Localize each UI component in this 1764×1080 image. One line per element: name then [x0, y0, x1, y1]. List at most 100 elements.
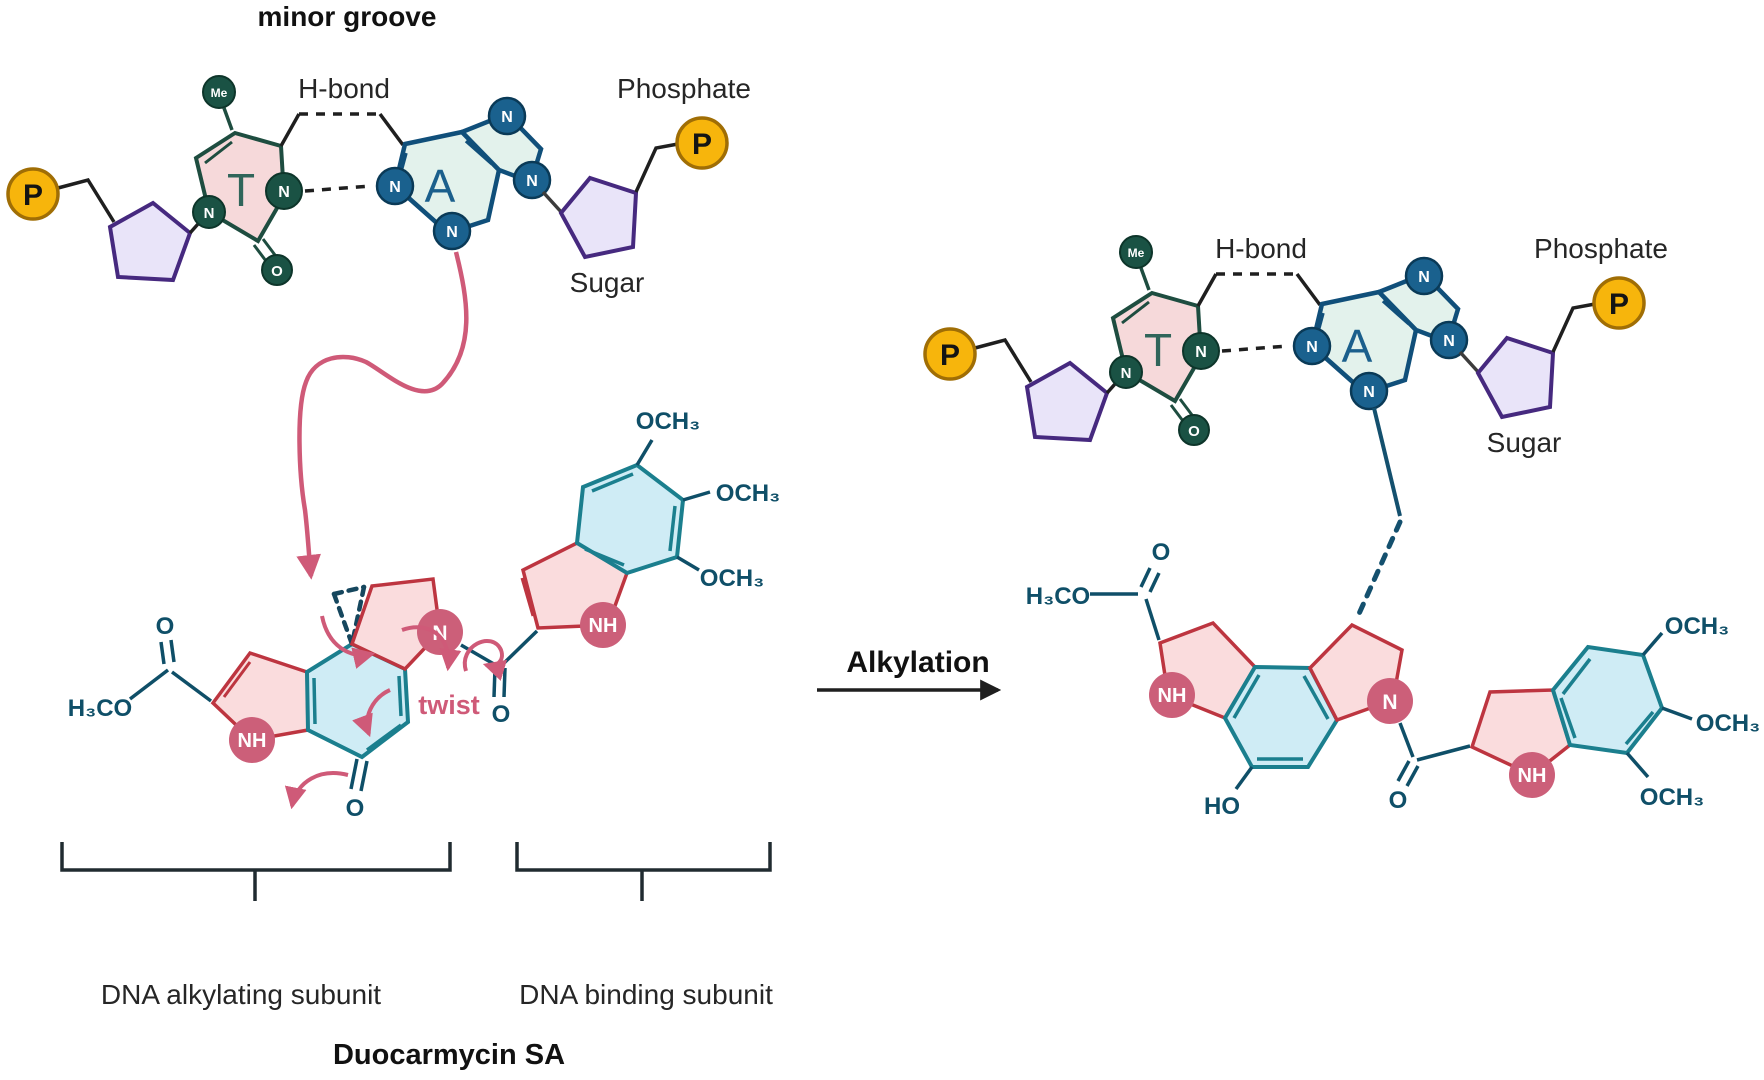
nitrogen-label: N	[501, 109, 513, 126]
left-base-pair: P Me T O N N H-bond A N	[6, 73, 751, 298]
sugar-pentagon	[558, 175, 639, 260]
bond	[676, 555, 700, 572]
double-bond-inner	[204, 140, 233, 165]
h-bond-label: H-bond	[1215, 233, 1307, 264]
electron-arrow	[352, 688, 391, 738]
double-bond-inner	[1561, 657, 1592, 696]
carbonyl-bond	[1405, 765, 1420, 787]
nitrogen-circle-rose	[417, 609, 463, 655]
oxygen-circle	[1178, 414, 1210, 446]
nitrogen-label: N	[389, 179, 401, 196]
double-bond-inner	[464, 139, 494, 166]
methyl-label: Me	[211, 86, 228, 100]
methoxy-label: H₃CO	[68, 695, 132, 722]
h-bond-link	[1295, 272, 1322, 307]
electron-arrow	[320, 615, 376, 669]
bond	[1416, 744, 1471, 762]
adenine-letter: A	[425, 160, 456, 212]
methyl-bond	[222, 107, 234, 131]
amine-label: NH	[1518, 765, 1547, 787]
nitrogen-circle-rose	[1367, 678, 1413, 724]
nitrogen-label: N	[1382, 691, 1397, 714]
double-bond-inner	[520, 577, 535, 617]
rotation-arrow	[462, 639, 508, 681]
h-bond-label: H-bond	[298, 73, 390, 104]
nitrogen-circle	[1404, 256, 1444, 296]
bond	[1625, 751, 1650, 779]
glycosidic-bond	[1458, 350, 1482, 376]
double-bond-inner	[584, 547, 625, 567]
phosphate-circle	[1592, 276, 1646, 330]
glycosidic-bond	[541, 190, 565, 216]
covalent-bond-dashed	[1355, 519, 1403, 619]
phosphate-circle	[923, 327, 977, 381]
carbonyl-bond	[169, 639, 176, 663]
twist-label: twist	[418, 690, 480, 720]
phosphorus-label: P	[692, 128, 712, 161]
bond	[499, 629, 539, 668]
methoxy-label: OCH₃	[700, 565, 764, 592]
carbonyl-bond	[502, 667, 507, 698]
amine-circle	[1509, 752, 1555, 798]
methoxy-label: OCH₃	[636, 408, 700, 435]
double-bond-inner	[1302, 675, 1330, 720]
backbone-bond	[634, 142, 679, 193]
nitrogen-circle	[375, 166, 415, 206]
nitrogen-circle	[192, 195, 226, 229]
amine-circle	[1149, 672, 1195, 718]
nitrogen-label: N	[1363, 384, 1375, 401]
thymine-letter: T	[227, 164, 255, 216]
alkylating-subunit-label: DNA alkylating subunit	[101, 979, 381, 1010]
nitrogen-label: N	[1443, 333, 1455, 350]
covalent-bond-solid	[1372, 407, 1402, 517]
phosphorus-label: P	[23, 179, 43, 212]
electron-arrow	[401, 625, 462, 672]
phosphate-label: Phosphate	[617, 73, 751, 104]
carbonyl-bond	[359, 760, 369, 792]
methoxy-label: OCH₃	[1640, 784, 1704, 811]
methoxy-label: OCH₃	[1696, 710, 1760, 737]
binding-subunit-label: DNA binding subunit	[519, 979, 773, 1010]
carbonyl-bond	[1178, 398, 1194, 416]
nitrogen-label: N	[204, 205, 215, 222]
carbonyl-bond	[349, 758, 359, 790]
oxygen-label: O	[346, 795, 365, 822]
methoxy-label: H₃CO	[1026, 583, 1090, 610]
amine-label: NH	[589, 615, 618, 637]
nitrogen-label: N	[1121, 365, 1132, 382]
methyl-circle	[202, 75, 236, 109]
oxygen-label: O	[1152, 539, 1171, 566]
hydroxyl-label: HO	[1204, 793, 1240, 820]
methyl-bond	[1139, 267, 1151, 291]
oxygen-label: O	[1188, 423, 1200, 440]
subunit-brackets	[60, 842, 772, 901]
pyrrolidine-ring	[349, 577, 442, 672]
phosphorus-label: P	[1609, 288, 1629, 321]
nitrogen-circle	[432, 211, 472, 251]
bond	[170, 670, 213, 703]
bond	[128, 668, 170, 701]
bond	[1144, 598, 1161, 641]
sugar-pentagon	[1475, 335, 1556, 420]
amine-label: NH	[238, 730, 267, 752]
adenine-letter: A	[1342, 320, 1373, 372]
right-base-pair: P Me T O N N H-bond A N N N N	[923, 233, 1668, 458]
nitrogen-circle	[265, 172, 303, 210]
nitrogen-label: N	[526, 173, 538, 190]
double-bond-inner	[1319, 351, 1360, 388]
double-bond-inner	[591, 472, 634, 493]
alkylation-step: Alkylation	[817, 646, 1002, 701]
alkylated-product-molecule: H₃CO O NH HO N O NH	[1026, 539, 1760, 820]
phosphate-circle	[675, 116, 729, 170]
bond	[1641, 631, 1664, 657]
nitrogen-label: N	[278, 184, 290, 201]
electron-arrow	[284, 771, 349, 810]
amine-circle	[580, 602, 626, 648]
backbone-bond	[1551, 302, 1596, 353]
h-bond-link	[279, 113, 301, 147]
h-bond-link	[378, 112, 405, 147]
methyl-label: Me	[1128, 246, 1145, 260]
bond	[1234, 765, 1254, 791]
nucleophilic-attack-arrow	[296, 251, 469, 580]
